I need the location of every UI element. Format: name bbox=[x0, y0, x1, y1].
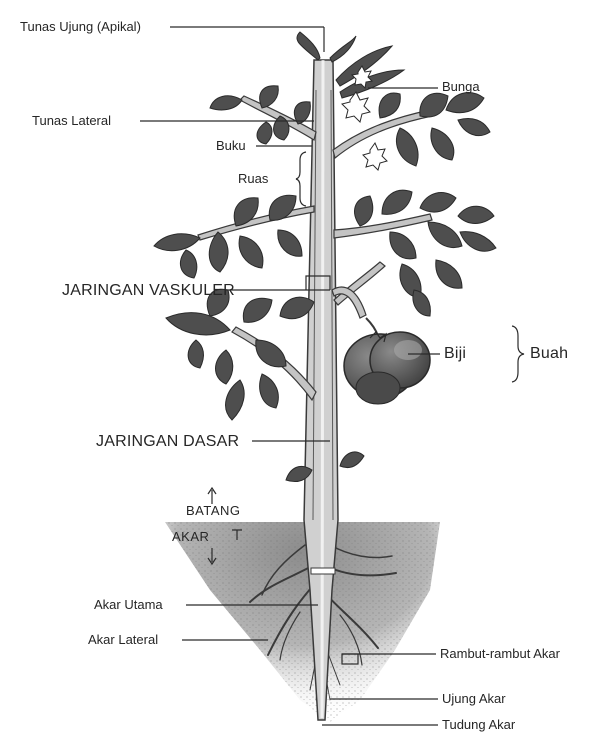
label-buku: Buku bbox=[216, 139, 246, 152]
label-biji: Biji bbox=[444, 346, 466, 362]
label-tunas-ujung: Tunas Ujung (Apikal) bbox=[20, 20, 141, 33]
label-bunga: Bunga bbox=[442, 80, 480, 93]
label-tunas-lateral: Tunas Lateral bbox=[32, 114, 111, 127]
label-buah: Buah bbox=[530, 346, 568, 362]
soil bbox=[165, 522, 440, 722]
label-ujung-akar: Ujung Akar bbox=[442, 692, 506, 705]
label-rambut-akar: Rambut-rambut Akar bbox=[440, 647, 560, 660]
label-batang: BATANG bbox=[186, 504, 241, 517]
label-akar: AKAR bbox=[172, 530, 209, 543]
label-jaringan-dasar: JARINGAN DASAR bbox=[96, 434, 239, 450]
label-jaringan-vaskuler: JARINGAN VASKULER bbox=[62, 283, 235, 299]
label-ruas: Ruas bbox=[238, 172, 268, 185]
label-akar-lateral: Akar Lateral bbox=[88, 633, 158, 646]
label-tudung-akar: Tudung Akar bbox=[442, 718, 515, 731]
tomato-fruit bbox=[344, 318, 430, 404]
label-akar-utama: Akar Utama bbox=[94, 598, 163, 611]
